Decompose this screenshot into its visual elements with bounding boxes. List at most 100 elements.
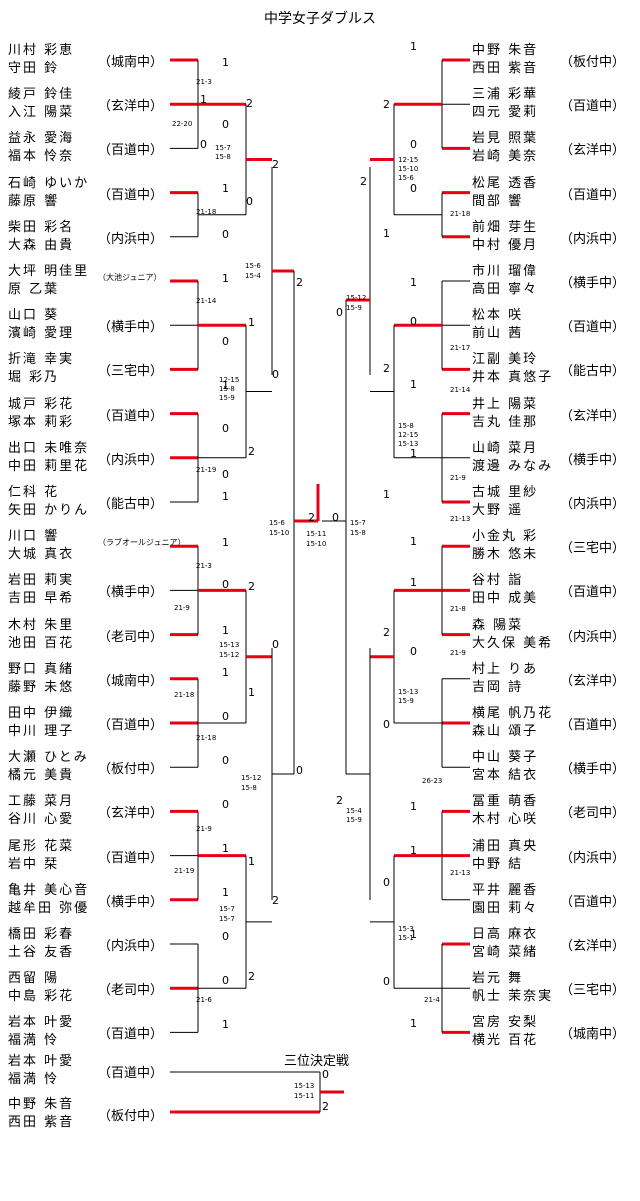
match-result: 2 (246, 97, 253, 110)
score-label: 21-18 (196, 208, 216, 216)
match-result: 0 (410, 138, 417, 151)
team-name: （百道中） (560, 187, 626, 203)
player-name: 前山 茜 (472, 326, 524, 342)
player-name: 中山 葵子 (472, 750, 539, 766)
right-pair-9: 山崎 菜月渡邊 みなみ (472, 440, 562, 476)
player-name: 帆士 茉奈実 (472, 989, 554, 1005)
player-name: 松本 咲 (472, 308, 524, 324)
match-result: 1 (222, 379, 229, 392)
match-result: 1 (383, 488, 390, 501)
third-pair-1: 中野 朱音西田 紫音 (8, 1096, 98, 1132)
left-pair-0: 川村 彩恵守田 鈴 (8, 42, 98, 78)
score-label: 12-15 (398, 156, 418, 164)
team-name: （能古中） (560, 364, 626, 380)
match-result: 0 (332, 511, 339, 524)
team-name: （百道中） (98, 143, 164, 159)
player-name: 守田 鈴 (8, 61, 60, 76)
match-result: 2 (308, 511, 315, 524)
match-result: 0 (383, 876, 390, 889)
team-name: （百道中） (98, 187, 164, 203)
left-pair-12: 岩田 莉実吉田 早希 (8, 572, 98, 608)
player-name: 堀 彩乃 (8, 370, 60, 386)
left-pair-13: 木村 朱里池田 百花 (8, 617, 98, 653)
score-label: 21-8 (450, 605, 466, 613)
right-pair-20: 日高 麻衣宮崎 菜緒 (472, 926, 562, 962)
player-name: 中川 理子 (8, 724, 75, 739)
player-name: 大城 真衣 (8, 547, 75, 563)
score-label: 15-12 (346, 294, 366, 302)
team-name: （ラブオールジュニア） (98, 538, 186, 548)
left-pair-15: 田中 伊織中川 理子 (8, 705, 98, 741)
player-name: 木村 心咲 (472, 812, 539, 828)
player-name: 岩見 照葉 (472, 131, 539, 147)
match-result: 0 (222, 798, 229, 811)
team-name: （玄洋中） (98, 806, 164, 822)
player-name: 西田 紫音 (472, 61, 539, 76)
match-result: 1 (222, 624, 229, 637)
player-name: 川村 彩恵 (8, 43, 75, 58)
page-title: 中学女子ダブルス (264, 11, 376, 27)
right-pair-18: 浦田 真央中野 結 (472, 838, 562, 874)
left-pair-11: 川口 響大城 真衣 (8, 528, 98, 564)
match-result: 0 (200, 138, 207, 151)
team-name: （玄洋中） (560, 408, 626, 424)
match-result: 0 (383, 718, 390, 731)
player-name: 間部 響 (472, 193, 524, 209)
team-name: （内浜中） (560, 629, 626, 645)
left-pair-14: 野口 真緒藤野 未悠 (8, 661, 98, 697)
left-pair-16: 大瀬 ひとみ橘元 美貴 (8, 749, 98, 785)
right-pair-11: 小金丸 彩勝木 悠未 (472, 528, 562, 564)
team-name: （内浜中） (98, 452, 164, 468)
match-result: 2 (383, 362, 390, 375)
score-label: 15-9 (346, 304, 362, 312)
match-result: 1 (222, 842, 229, 855)
team-name: （内浜中） (560, 850, 626, 866)
team-name: （玄洋中） (560, 939, 626, 954)
right-pair-8: 井上 陽菜吉丸 佳那 (472, 396, 562, 432)
match-result: 0 (410, 645, 417, 658)
player-name: 中村 優月 (472, 237, 539, 253)
score-label: 22-20 (172, 120, 192, 128)
match-result: 0 (222, 335, 229, 348)
player-name: 井上 陽菜 (472, 396, 539, 412)
match-result: 0 (336, 306, 343, 319)
player-name: 藤野 未悠 (8, 679, 75, 695)
team-name: （大池ジュニア） (98, 273, 162, 282)
player-name: 横光 百花 (472, 1033, 539, 1049)
left-pair-19: 亀井 美心音越牟田 弥優 (8, 882, 98, 918)
score-label: 15-8 (215, 153, 231, 161)
score-label: 21-14 (450, 386, 471, 394)
team-name: （横手中） (98, 320, 164, 336)
player-name: 山口 葵 (8, 308, 60, 324)
score-label: 21-14 (196, 297, 217, 305)
match-result: 1 (410, 40, 417, 53)
match-result: 2 (322, 1100, 329, 1113)
match-result: 1 (200, 93, 207, 106)
team-name: （板付中） (98, 762, 164, 778)
team-name: （玄洋中） (560, 143, 626, 159)
score-label: 15-8 (350, 529, 366, 537)
player-name: 吉丸 佳那 (472, 414, 539, 430)
match-result: 1 (222, 56, 229, 69)
match-result: 0 (296, 764, 303, 777)
team-name: （横手中） (560, 452, 626, 468)
match-result: 0 (222, 228, 229, 241)
match-result: 0 (222, 118, 229, 131)
score-label: 21-13 (450, 515, 470, 523)
left-pair-8: 城戸 彩花塚本 莉彩 (8, 396, 98, 432)
left-pair-5: 大坪 明佳里原 乙葉 (8, 263, 98, 299)
player-name: 福満 怜 (8, 1072, 60, 1087)
player-name: 福満 怜 (8, 1033, 60, 1049)
player-name: 亀井 美心音 (8, 882, 90, 898)
player-name: 西留 陽 (8, 971, 60, 987)
match-result: 1 (410, 447, 417, 460)
score-label: 15-7 (350, 519, 366, 527)
match-result: 2 (248, 445, 255, 458)
team-name: （百道中） (98, 1066, 164, 1081)
match-result: 2 (272, 158, 279, 171)
score-label: 21-19 (174, 867, 194, 875)
match-result: 0 (222, 710, 229, 723)
match-result: 1 (410, 928, 417, 941)
score-label: 21-6 (196, 996, 212, 1004)
score-label: 21-9 (450, 649, 466, 657)
